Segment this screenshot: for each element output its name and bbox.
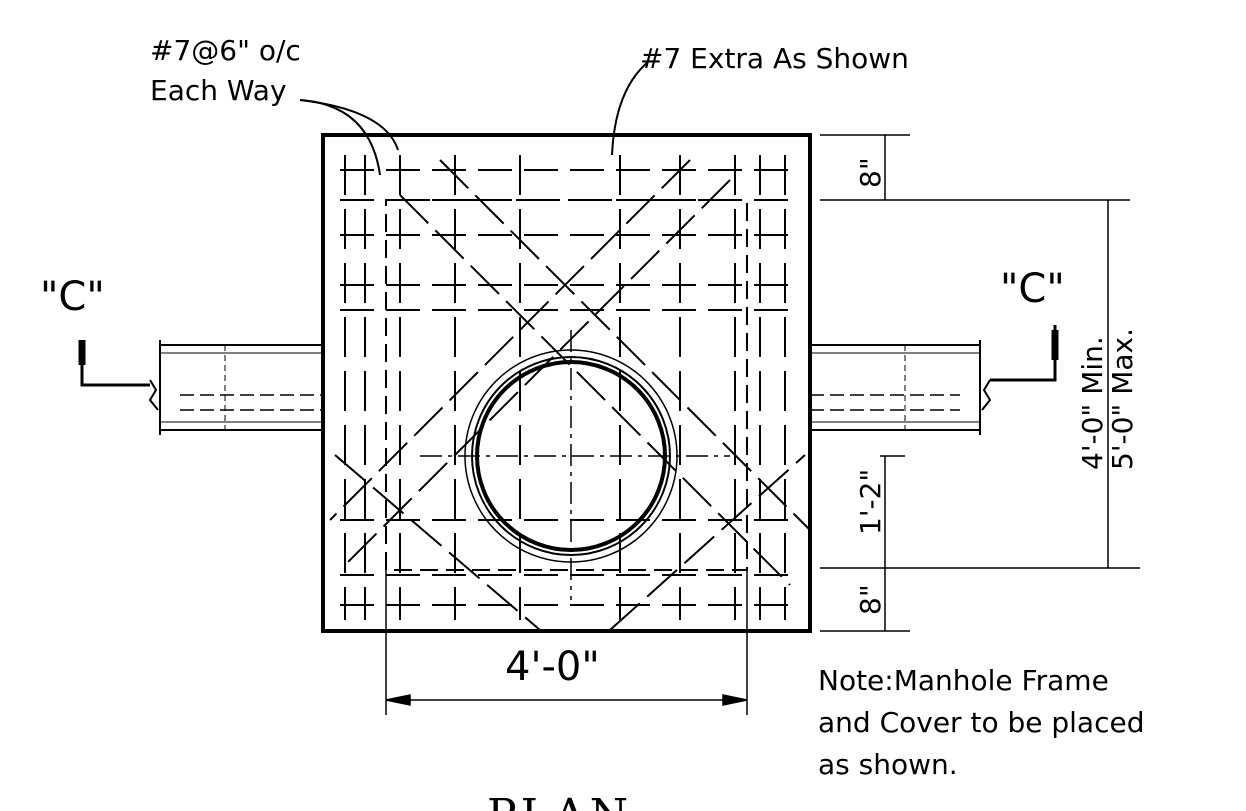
centerlines	[420, 330, 730, 600]
section-label-left: "C"	[40, 274, 105, 320]
inner-frame	[385, 199, 748, 571]
right-dimension-lines	[820, 134, 1140, 632]
plan-title: PLAN	[487, 790, 632, 811]
section-marker-right	[990, 325, 1059, 382]
dim-right-b: 5'-0" Max.	[1106, 328, 1139, 470]
section-label-right: "C"	[1000, 266, 1065, 312]
bar-callout-line2: Each Way	[150, 74, 287, 107]
dim-lower: 1'-2"	[854, 469, 887, 535]
note-line3: as shown.	[818, 748, 958, 781]
section-marker-left	[78, 340, 150, 387]
extra-bar-leader	[611, 61, 649, 156]
left-pipe-stub	[148, 340, 323, 435]
bar-callout-leader	[299, 99, 399, 176]
dim-right-a: 4'-0" Min.	[1076, 336, 1109, 470]
bottom-dimension	[385, 570, 748, 715]
dim-width: 4'-0"	[505, 644, 600, 690]
extra-bar-callout: #7 Extra As Shown	[640, 42, 909, 75]
diagonal-bars	[329, 159, 811, 631]
slab-outline	[321, 133, 812, 633]
note-line2: and Cover to be placed	[818, 706, 1144, 739]
dim-bottom: 8"	[854, 584, 887, 615]
bar-callout-line1: #7@6" o/c	[150, 34, 301, 67]
right-pipe-stub	[810, 340, 992, 435]
note-line1: Note:Manhole Frame	[818, 664, 1109, 697]
dim-top: 8"	[854, 157, 887, 188]
